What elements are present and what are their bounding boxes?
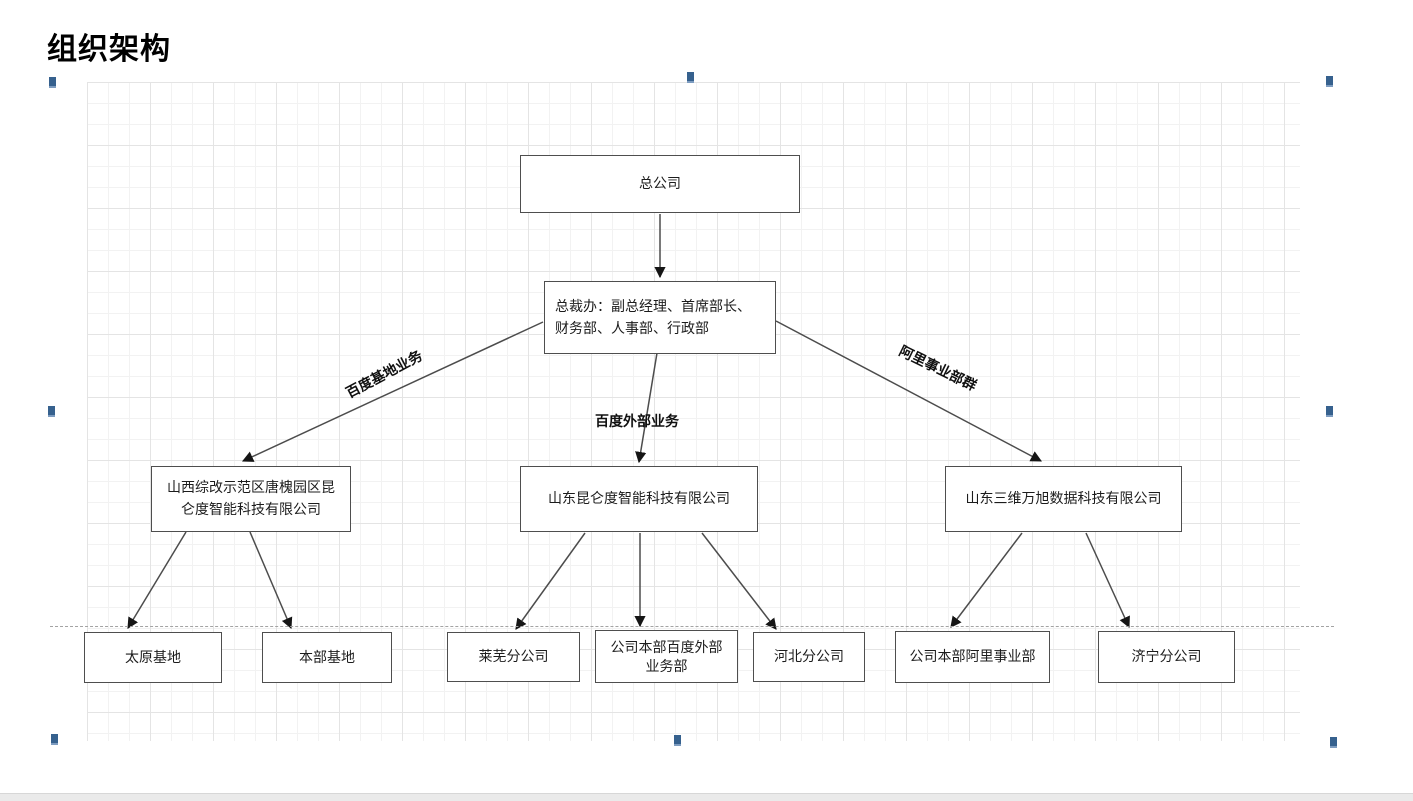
node-label: 山西综改示范区唐槐园区昆 仑度智能科技有限公司: [167, 479, 335, 517]
node-label: 河北分公司: [774, 648, 844, 665]
node-label: 公司本部百度外部 业务部: [610, 638, 723, 674]
selection-handle-top-left[interactable]: [49, 77, 56, 88]
selection-handle-mid-left[interactable]: [48, 406, 55, 417]
org-node-taiyuan-base[interactable]: 太原基地: [84, 632, 222, 683]
node-label: 山东三维万旭数据科技有限公司: [965, 490, 1162, 507]
org-node-laiwu-branch[interactable]: 莱芜分公司: [447, 632, 580, 682]
selection-handle-bottom-right[interactable]: [1330, 737, 1337, 748]
node-label: 总公司: [639, 175, 681, 192]
org-node-benbu-base[interactable]: 本部基地: [262, 632, 392, 683]
org-node-hq-baidu-dept[interactable]: 公司本部百度外部 业务部: [595, 630, 738, 683]
org-node-shandong-kunlundu[interactable]: 山东昆仑度智能科技有限公司: [520, 466, 758, 532]
org-node-shanxi-company[interactable]: 山西综改示范区唐槐园区昆 仑度智能科技有限公司: [151, 466, 351, 532]
org-node-hebei-branch[interactable]: 河北分公司: [753, 632, 865, 682]
selection-handle-top-right[interactable]: [1326, 76, 1333, 87]
org-node-hq[interactable]: 总公司: [520, 155, 800, 213]
org-node-shandong-sanwei[interactable]: 山东三维万旭数据科技有限公司: [945, 466, 1182, 532]
node-label: 公司本部阿里事业部: [909, 648, 1036, 665]
node-label: 山东昆仑度智能科技有限公司: [548, 490, 730, 507]
node-label: 太原基地: [125, 648, 181, 665]
node-label: 本部基地: [299, 648, 355, 665]
selection-handle-bottom-center[interactable]: [674, 735, 681, 746]
selection-handle-bottom-left[interactable]: [51, 734, 58, 745]
node-label: 济宁分公司: [1131, 648, 1202, 665]
page-title: 组织架构: [47, 33, 171, 66]
node-label: 莱芜分公司: [478, 648, 549, 665]
org-node-president-office[interactable]: 总裁办：副总经理、首席部长、 财务部、人事部、行政部: [544, 281, 776, 354]
org-node-hq-ali-dept[interactable]: 公司本部阿里事业部: [895, 631, 1050, 683]
page-break-line: [50, 626, 1334, 627]
org-node-jining-branch[interactable]: 济宁分公司: [1098, 631, 1235, 683]
edge-label-baidu-external[interactable]: 百度外部业务: [595, 413, 679, 429]
node-label: 总裁办：副总经理、首席部长、 财务部、人事部、行政部: [555, 297, 751, 336]
selection-handle-mid-right[interactable]: [1326, 406, 1333, 417]
horizontal-scrollbar[interactable]: [0, 793, 1413, 801]
selection-handle-top-center[interactable]: [687, 72, 694, 83]
